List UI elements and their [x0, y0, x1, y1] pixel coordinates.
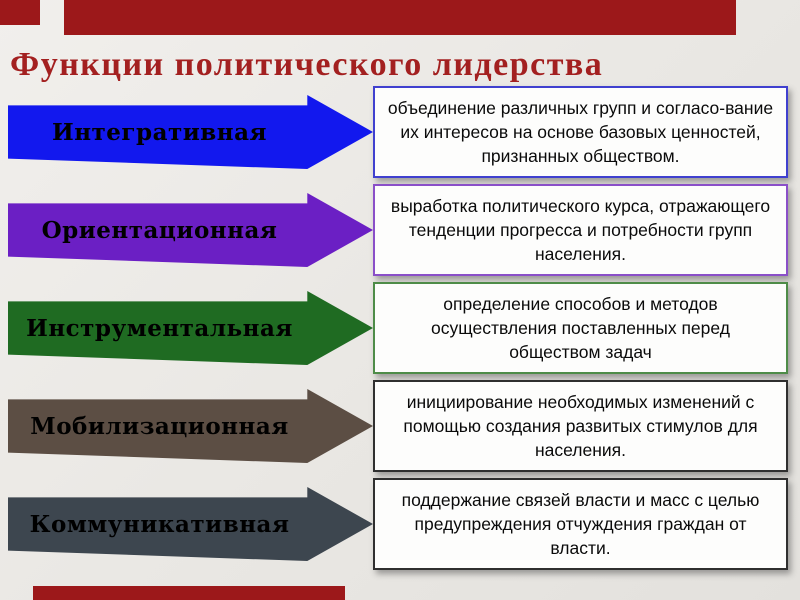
top-red-bar: [64, 0, 736, 35]
arrow-orientational: Ориентационная: [8, 193, 373, 267]
info-box-orientational: выработка политического курса, отражающе…: [373, 184, 788, 276]
function-row-integrative: Интегративная объединение различных груп…: [8, 86, 788, 178]
arrow-communicative: Коммуникативная: [8, 487, 373, 561]
function-row-mobilizational: Мобилизационная инициирование необходимы…: [8, 380, 788, 472]
function-row-orientational: Ориентационная выработка политического к…: [8, 184, 788, 276]
function-row-instrumental: Инструментальная определение способов и …: [8, 282, 788, 374]
arrow-instrumental: Инструментальная: [8, 291, 373, 365]
page-title: Функции политического лидерства: [10, 46, 604, 83]
bottom-red-bar: [33, 586, 345, 600]
info-box-mobilizational: инициирование необходимых изменений с по…: [373, 380, 788, 472]
info-text-mobilizational: инициирование необходимых изменений с по…: [403, 391, 758, 461]
arrow-label-instrumental: Инструментальная: [26, 314, 293, 342]
top-left-red-notch: [0, 0, 40, 25]
function-row-communicative: Коммуникативная поддержание связей власт…: [8, 478, 788, 570]
info-box-instrumental: определение способов и методов осуществл…: [373, 282, 788, 374]
info-box-integrative: объединение различных групп и согласо-ва…: [373, 86, 788, 178]
arrow-mobilizational: Мобилизационная: [8, 389, 373, 463]
info-text-integrative: объединение различных групп и согласо-ва…: [387, 97, 774, 167]
arrow-label-mobilizational: Мобилизационная: [30, 412, 289, 440]
arrow-label-integrative: Интегративная: [51, 118, 268, 146]
arrow-label-orientational: Ориентационная: [41, 216, 278, 244]
info-box-communicative: поддержание связей власти и масс с целью…: [373, 478, 788, 570]
info-text-orientational: выработка политического курса, отражающе…: [390, 195, 771, 265]
arrow-label-communicative: Коммуникативная: [29, 510, 290, 538]
arrow-integrative: Интегративная: [8, 95, 373, 169]
info-text-instrumental: определение способов и методов осуществл…: [431, 293, 730, 363]
info-text-communicative: поддержание связей власти и масс с целью…: [401, 489, 760, 559]
